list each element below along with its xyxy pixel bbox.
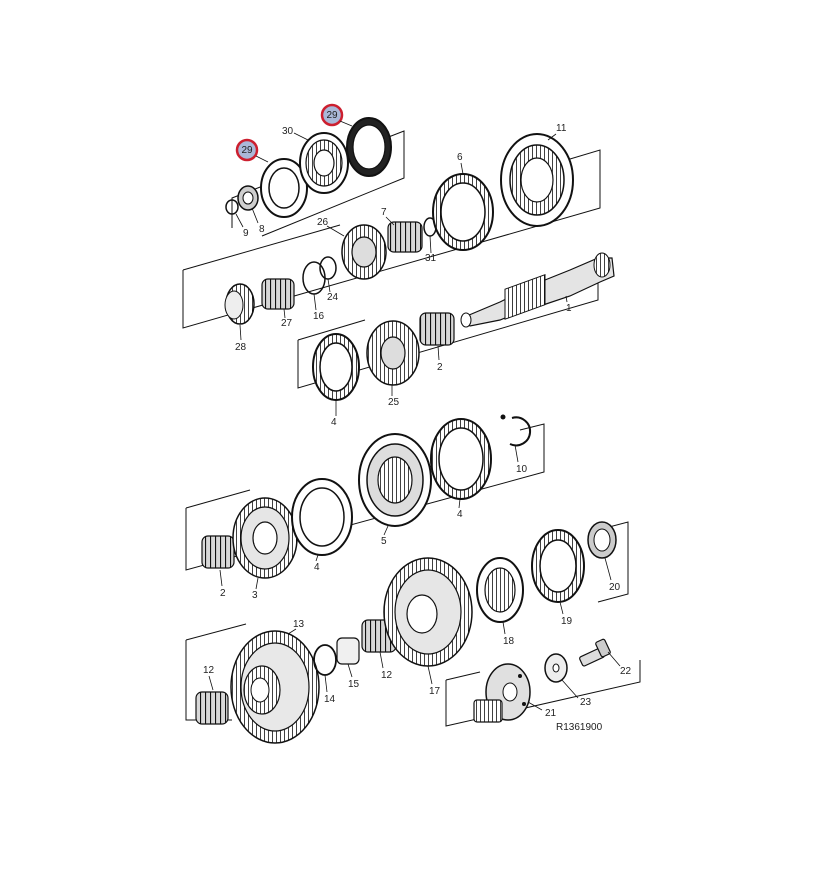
group-second: 28 27 16 24 26 7 31 6 11: [182, 123, 601, 353]
callout-29-left: 29: [241, 145, 253, 156]
callout-4-upper: 4: [331, 417, 337, 428]
gear-28: [224, 283, 255, 325]
synchro-ring-4-right: [430, 418, 492, 500]
reference-code: R1361900: [556, 722, 603, 733]
synchro-hub-5: [358, 433, 432, 527]
circlip-10: [500, 414, 532, 447]
callout-2-lower: 2: [220, 588, 226, 599]
callout-17: 17: [429, 686, 441, 697]
callout-24: 24: [327, 292, 339, 303]
needle-bearing-7: [387, 221, 423, 253]
callout-21: 21: [545, 708, 557, 719]
callout-5: 5: [381, 536, 387, 547]
callout-22: 22: [620, 666, 632, 677]
highlight-29-left[interactable]: 29: [235, 138, 259, 162]
mainshaft-1: [460, 252, 615, 328]
callout-27: 27: [281, 318, 293, 329]
callout-4-right: 4: [457, 509, 463, 520]
needle-bearing-2-upper: [419, 312, 455, 346]
callout-7: 7: [381, 207, 387, 218]
callout-14: 14: [324, 694, 336, 705]
synchro-ring-6: [432, 173, 494, 251]
washer-14: [313, 644, 337, 676]
group-output: 21 23 22: [445, 638, 641, 727]
bolt-22: [579, 638, 611, 667]
bearing-18: [476, 557, 524, 623]
output-flange-21: [473, 663, 531, 723]
washer-23: [544, 653, 568, 683]
circlip-9: [225, 199, 239, 215]
callout-25: 25: [388, 397, 400, 408]
callout-4-middle: 4: [314, 562, 320, 573]
callout-30: 30: [282, 126, 294, 137]
washer-16: [302, 261, 326, 295]
callout-10: 10: [516, 464, 528, 475]
needle-bearing-12-left: [195, 691, 229, 725]
callout-12-left: 12: [203, 665, 215, 676]
callout-6: 6: [457, 152, 463, 163]
bush-15: [336, 637, 360, 665]
callout-8: 8: [259, 224, 265, 235]
gear-17: [383, 557, 473, 667]
synchro-ring-29: [260, 158, 308, 218]
needle-bearing-2-lower: [201, 535, 235, 569]
callout-9: 9: [243, 228, 249, 239]
callout-16: 16: [313, 311, 325, 322]
needle-bearing-27: [261, 278, 295, 310]
callout-26: 26: [317, 217, 329, 228]
callout-3: 3: [252, 590, 258, 601]
callout-18: 18: [503, 636, 515, 647]
synchro-ring-19: [531, 529, 585, 603]
callout-20: 20: [609, 582, 621, 593]
synchro-hub-30: [299, 132, 349, 194]
callout-12-right: 12: [381, 670, 393, 681]
synchro-ring-4-middle: [291, 478, 353, 556]
callout-23: 23: [580, 697, 592, 708]
gear-25: [366, 320, 420, 386]
synchro-ring-29-second: [346, 117, 392, 177]
callout-1: 1: [566, 303, 572, 314]
callout-13: 13: [293, 619, 305, 630]
callout-19: 19: [561, 616, 573, 627]
synchro-assembly-11: [500, 133, 574, 227]
callout-2-upper: 2: [437, 362, 443, 373]
group-fifth: 12 13 14 15 12 17 18 19 20: [185, 521, 629, 744]
callout-11: 11: [556, 123, 567, 134]
callout-28: 28: [235, 342, 247, 353]
group-fourth: 2 3 4 5 4 10: [185, 414, 545, 601]
synchro-ring-4-upper: [312, 333, 360, 401]
gear-13: [230, 630, 320, 744]
seal-20: [587, 521, 617, 559]
bearing-8: [237, 185, 259, 211]
group-mainshaft: 1 25 2 4: [297, 252, 615, 428]
gear-26: [341, 224, 387, 280]
callout-29-right: 29: [326, 110, 338, 121]
callout-15: 15: [348, 679, 360, 690]
callout-31: 31: [425, 253, 437, 264]
gear-3: [232, 497, 298, 579]
group-top: 29 29 30 9 8: [225, 103, 405, 239]
highlight-29-right[interactable]: 29: [320, 103, 344, 127]
